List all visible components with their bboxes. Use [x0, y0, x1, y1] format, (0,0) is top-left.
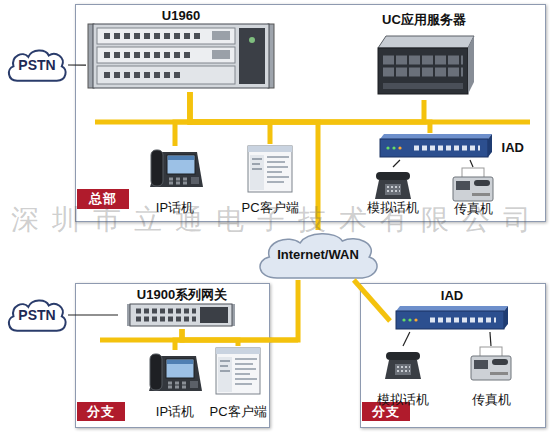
- cable-link: [403, 332, 410, 346]
- pbx-node: U1960: [86, 8, 276, 92]
- lan-link: [175, 92, 190, 146]
- lan-link: [190, 92, 270, 144]
- lan-bus: [100, 338, 298, 343]
- phone-node: IP话机: [140, 146, 210, 216]
- fax-node: 传真机: [458, 346, 524, 408]
- site-tag: 分支: [77, 402, 125, 421]
- lan-link: [190, 92, 424, 122]
- ip-pbx-chassis: [88, 24, 274, 88]
- application-server: [468, 36, 474, 94]
- cable-link: [393, 160, 400, 167]
- device-label: 模拟话机: [366, 392, 440, 408]
- device-label: 传真机: [458, 392, 524, 408]
- lan-link: [182, 329, 238, 346]
- ip-pbx-chassis: [97, 66, 235, 84]
- analog-phone: [375, 172, 411, 199]
- application-server: [378, 36, 474, 48]
- pc-client: [248, 146, 292, 192]
- fax-node: 传真机: [440, 167, 506, 217]
- device-label: PC客户端: [236, 200, 304, 216]
- cable-link: [470, 160, 473, 167]
- site-box: 分支 U1900系列网关 IP话机PC客户端: [75, 283, 270, 428]
- phone-node: IP话机: [140, 350, 210, 420]
- pstn-cloud: PSTN: [6, 48, 68, 82]
- lan-link: [190, 92, 318, 230]
- lan-bus: [95, 120, 530, 125]
- client-node: PC客户端: [236, 144, 304, 216]
- ip-pbx-chassis: [97, 28, 235, 44]
- device-label: 模拟话机: [356, 200, 430, 216]
- lan-link: [190, 92, 430, 133]
- device-name: IAD: [390, 288, 514, 304]
- device-label: IP话机: [140, 200, 210, 216]
- site-box: 总部 U1960 UC应用服务器 IP话机 PC客户端 IAD 模拟话机传真机: [75, 4, 546, 222]
- device-name: U1900系列网关: [118, 287, 246, 303]
- iad-device: [380, 134, 492, 157]
- ip-pbx-chassis: [249, 37, 255, 43]
- iad-device: [396, 306, 508, 329]
- ip-phone: [149, 354, 202, 391]
- analog-phone: [385, 352, 421, 379]
- fax-machine: [453, 168, 493, 201]
- ip-pbx-chassis: [104, 33, 200, 39]
- cloud-label: PSTN: [6, 57, 68, 73]
- iad-node: IAD: [390, 288, 514, 332]
- phone-node: 模拟话机: [356, 167, 430, 216]
- ip-pbx-chassis: [97, 47, 235, 63]
- device-label: IP话机: [140, 404, 210, 420]
- pstn-cloud: PSTN: [6, 298, 68, 332]
- cloud-label: Internet/WAN: [254, 247, 382, 263]
- application-server: [383, 83, 463, 89]
- device-label: PC客户端: [207, 404, 269, 420]
- lan-link: [175, 329, 182, 350]
- device-name: UC应用服务器: [368, 12, 480, 28]
- wan-cloud: Internet/WAN: [254, 230, 382, 280]
- cable-link: [490, 332, 491, 346]
- device-name: U1960: [86, 8, 276, 24]
- client-node: PC客户端: [207, 346, 269, 420]
- ip-pbx-chassis: [212, 50, 230, 59]
- server-node: UC应用服务器: [368, 12, 480, 100]
- cable-link: [68, 314, 118, 315]
- ip-pbx-chassis: [239, 28, 265, 84]
- pc-client: [216, 348, 260, 394]
- gateway-device: [127, 304, 235, 326]
- application-server: [383, 56, 463, 65]
- site-tag: 总部: [77, 189, 129, 209]
- application-server: [378, 48, 468, 94]
- cable-link: [68, 64, 86, 65]
- fax-machine: [471, 347, 511, 380]
- cloud-label: PSTN: [6, 307, 68, 323]
- site-box: 分支IAD模拟话机传真机: [360, 283, 546, 428]
- ip-pbx-chassis: [212, 31, 230, 40]
- lan-link: [182, 280, 298, 340]
- ip-pbx-chassis: [93, 24, 269, 88]
- ip-pbx-chassis: [104, 72, 180, 78]
- device-name: IAD: [502, 140, 524, 156]
- application-server: [383, 68, 463, 77]
- ip-pbx-chassis: [104, 52, 190, 58]
- ip-phone: [150, 150, 203, 187]
- phone-node: 模拟话机: [366, 346, 440, 408]
- gateway-node: U1900系列网关: [118, 287, 246, 329]
- lan-link: [354, 280, 390, 321]
- application-server: [378, 36, 474, 94]
- device-label: 传真机: [440, 201, 506, 217]
- iad-node: IAD: [374, 133, 524, 160]
